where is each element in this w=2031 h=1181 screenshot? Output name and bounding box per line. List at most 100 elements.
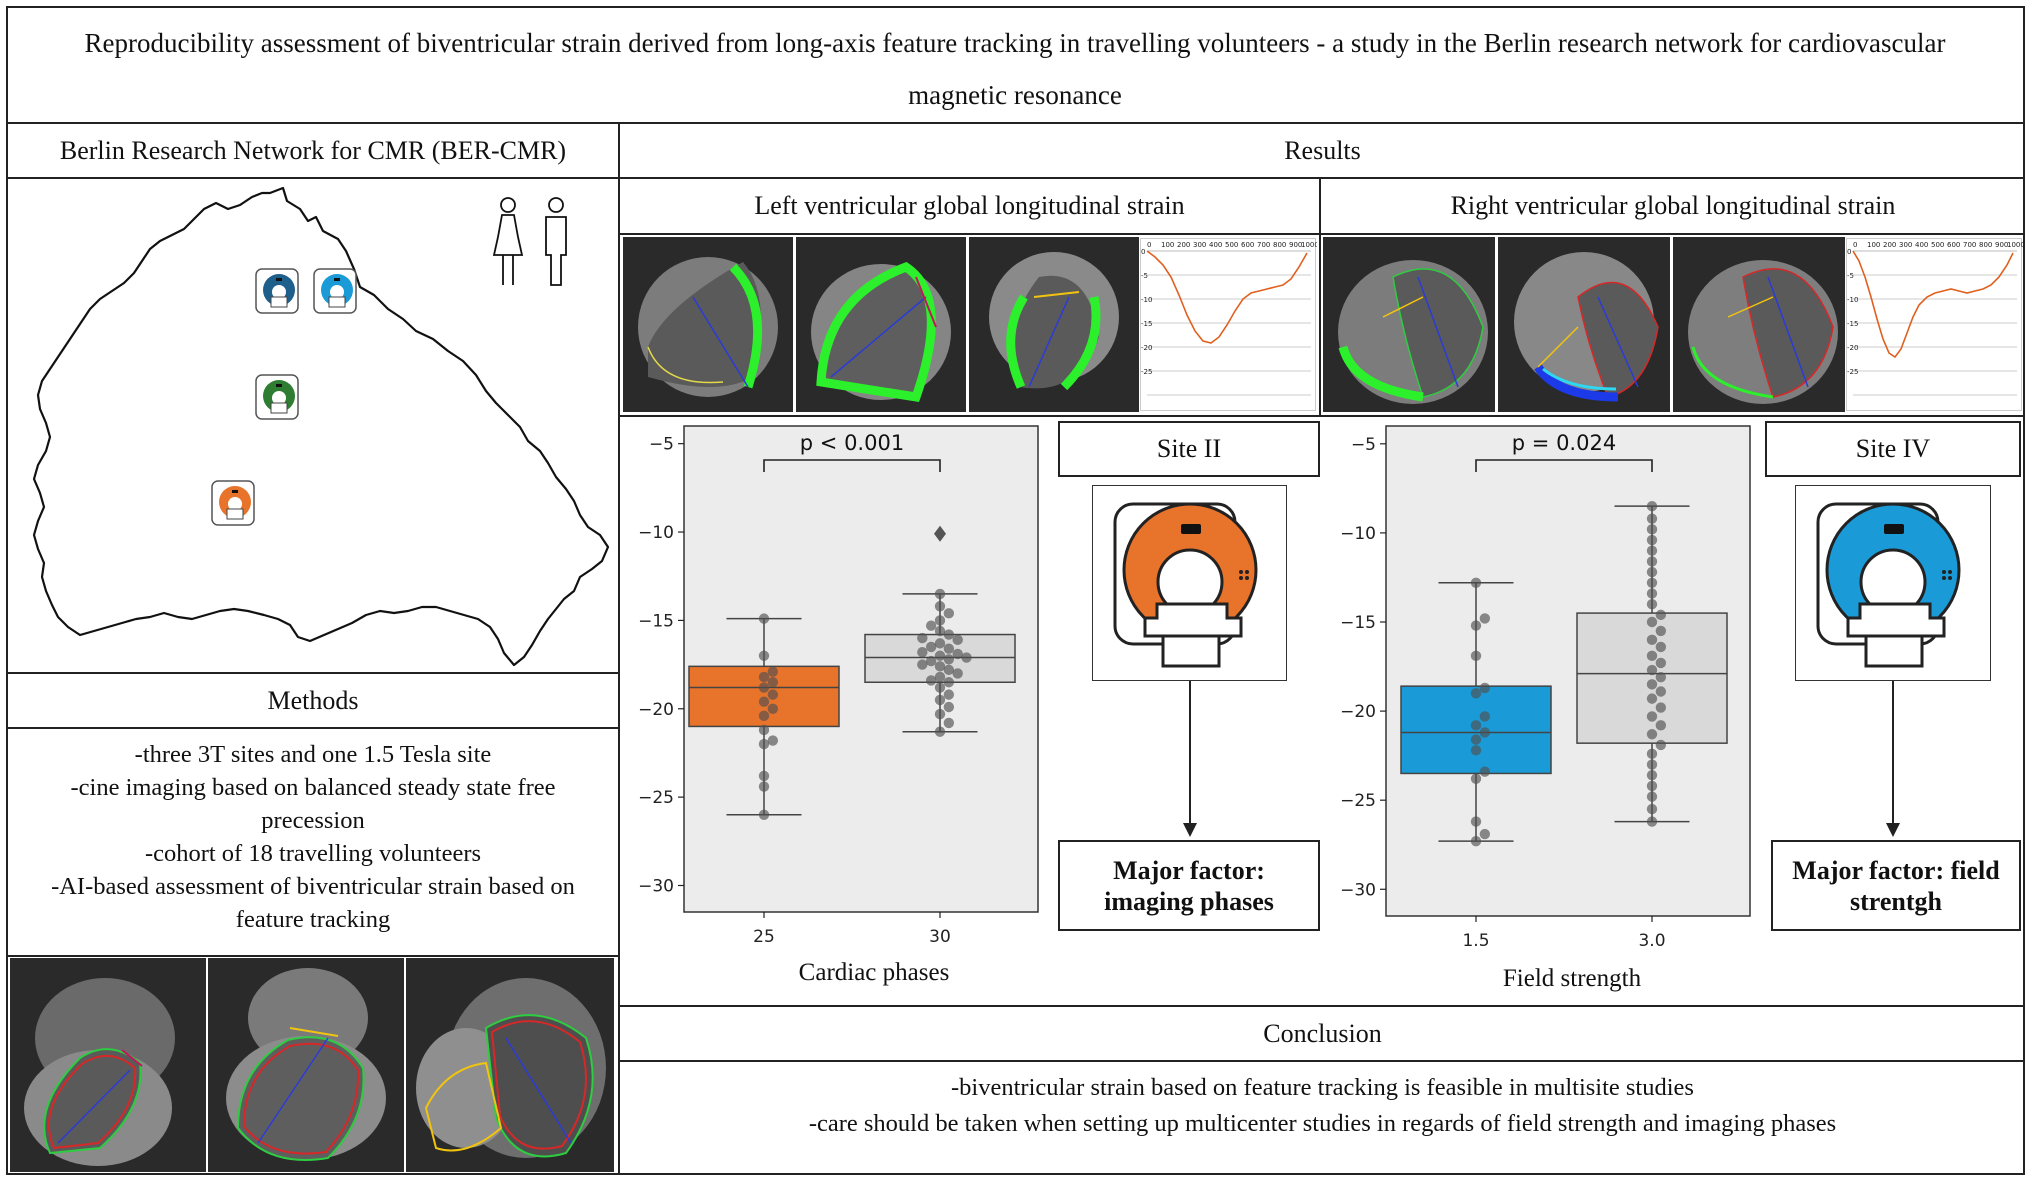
scanner-dark-blue-icon [255,268,299,314]
rv-curve-xtick: 1000 [2007,241,2023,249]
lv-tracking-image-2 [796,237,966,412]
rv-tracking-image-3 [1673,237,1845,412]
lv-data-point [952,668,963,679]
lv-curve-gridlines [1147,274,1311,396]
lv-data-point [767,666,779,677]
rv-curve-xtick: 0 [1853,241,1857,249]
rv-strain-line [1852,250,2014,359]
rv-data-point [1470,720,1482,731]
rv-data-point [1646,556,1658,567]
lv-data-point [917,647,928,658]
lv-heading: Left ventricular global longitudinal str… [754,191,1185,220]
rv-ytick-label: −30 [1340,880,1376,900]
lv-data-point [925,655,937,667]
rv-curve-ytick: 0 [1847,248,1851,256]
cine-image-3ch [208,958,404,1172]
lv-data-point [758,724,770,736]
rv-p-value: p = 0.024 [1512,431,1616,455]
lv-x-axis-title: Cardiac phases [799,959,950,986]
lv-curve-ytick: -15 [1141,320,1152,328]
conclusion-line-2: -care should be taken when setting up mu… [808,1110,1837,1137]
lv-data-point [767,703,779,714]
lv-data-point [925,675,937,686]
rv-curve-ytick: -15 [1847,320,1858,328]
lv-data-point [934,694,946,706]
lv-ytick-label: −30 [638,876,674,896]
rv-data-point [1646,748,1658,760]
rv-curve-xtick: 700 [1963,241,1976,249]
rv-data-point [1646,759,1658,770]
rv-data-point [1655,739,1667,751]
rv-data-point [1655,609,1667,621]
rv-data-point [1470,835,1482,847]
lv-curve-ytick: 0 [1141,248,1145,256]
rv-data-point [1646,791,1658,802]
lv-data-point [758,710,770,722]
lv-curve-ytick: -5 [1141,272,1148,280]
rv-data-point [1646,650,1658,662]
scanner-blue-large-icon [1816,502,1961,668]
divider-images [618,415,2025,417]
lv-data-point [934,588,946,600]
title-line-2: magnetic resonance [908,80,1122,110]
lv-data-point [917,632,928,644]
rv-data-point [1470,734,1482,745]
rv-box-3.0 [1576,612,1728,744]
divider-conclusion-top [618,1005,2025,1007]
rv-curve-xtick: 600 [1947,241,1960,249]
rv-data-point [1470,745,1482,756]
rv-heading: Right ventricular global longitudinal st… [1450,191,1896,220]
rv-curve-xtick: 800 [1979,241,1992,249]
rv-data-point [1655,641,1667,653]
rv-data-point [1646,770,1658,781]
rv-data-point [1646,803,1658,815]
rv-significance-bracket [1475,459,1653,472]
lv-strain-curve: 0 100 200 300 400 500 600 700 800 900 10… [1140,238,1319,411]
scanner-orange-icon [211,480,255,526]
rv-curve-xtick: 300 [1899,241,1912,249]
lv-data-point [943,701,955,713]
lv-data-point [758,650,770,661]
rv-data-point [1646,693,1658,704]
rv-ytick-label: −20 [1340,702,1376,722]
woman-icon [492,197,524,285]
lv-data-point [758,770,770,782]
lv-tracking-image-3 [969,237,1139,412]
rv-x-axis-title: Field strength [1503,965,1642,992]
lv-p-value: p < 0.001 [800,431,904,455]
outer-frame [6,6,2025,1175]
lv-curve-ytick: -20 [1141,344,1152,352]
lv-curve-xtick: 0 [1147,241,1151,249]
rv-strain-curve: 0 100 200 300 400 500 600 700 800 900 10… [1846,238,2025,411]
rv-data-point [1655,625,1667,637]
lv-data-point [943,664,955,676]
conclusion-body: -biventricular strain based on feature t… [620,1070,2025,1142]
scanner-orange-large-icon [1113,502,1258,668]
lv-curve-xtick: 300 [1193,241,1206,249]
site-iv-scanner-card [1795,485,1991,681]
rv-data-point [1646,816,1658,827]
lv-strain-line [1146,250,1308,344]
rv-curve-ytick: -10 [1847,296,1858,304]
rv-curve-xtick: 200 [1883,241,1896,249]
rv-data-point [1646,513,1658,524]
lv-significance-bracket [763,459,941,472]
methods-line: -cohort of 18 travelling volunteers [144,840,482,867]
rv-data-point [1655,702,1667,713]
lv-data-point [943,689,955,700]
lv-data-point [952,648,963,660]
lv-data-point [917,659,928,670]
methods-line: -AI-based assessment of biventricular st… [51,873,575,900]
rv-data-point [1479,828,1491,840]
lv-curve-xtick: 700 [1257,241,1270,249]
methods-heading: Methods [267,685,359,715]
lv-data-point [925,620,937,631]
network-heading: Berlin Research Network for CMR (BER-CMR… [59,135,567,165]
berlin-outline [32,186,610,667]
methods-line: -cine imaging based on balanced steady s… [70,774,556,801]
rv-data-point [1646,634,1658,646]
scanner-light-blue-icon [313,268,357,314]
rv-curve-xtick: 100 [1867,241,1880,249]
